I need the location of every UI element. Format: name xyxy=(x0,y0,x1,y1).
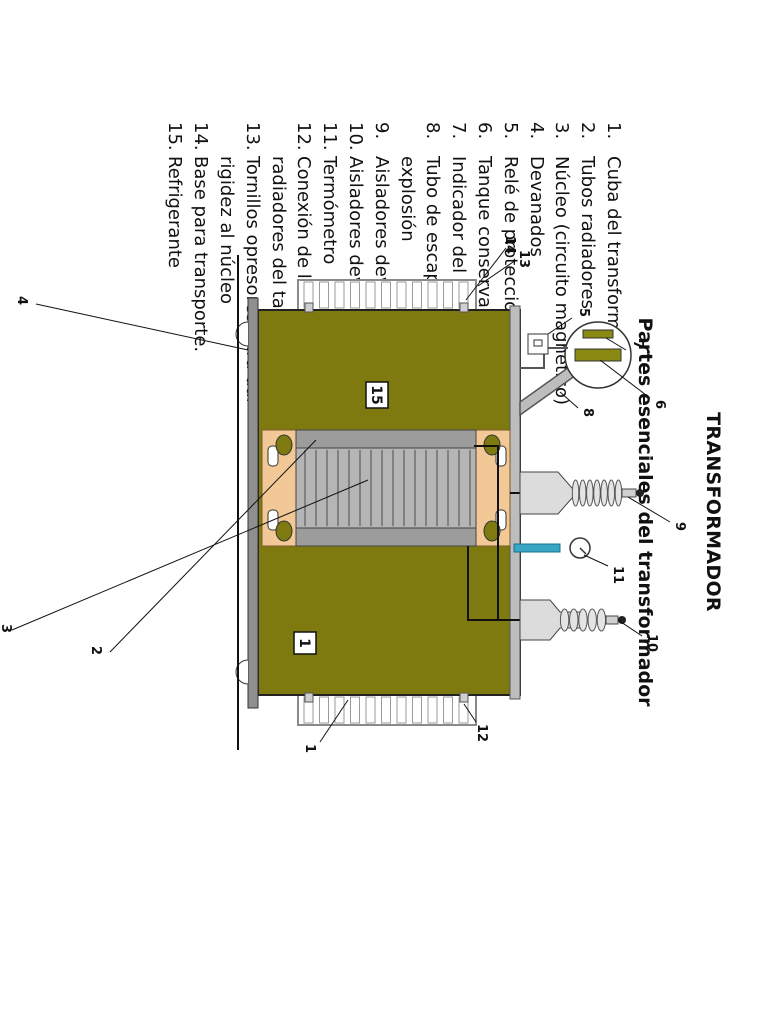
insulator-shed xyxy=(593,479,601,507)
radiator-tube xyxy=(396,696,407,724)
radiator-tube xyxy=(427,281,438,309)
tank-cover xyxy=(509,305,521,700)
radiator-right xyxy=(297,694,477,726)
radiator-tube xyxy=(381,696,391,724)
radiator-connections xyxy=(304,302,469,703)
radiator-tube xyxy=(365,281,376,309)
label-box-1: 1 xyxy=(293,631,317,655)
winding-block-bottom xyxy=(261,429,297,547)
radiator-tube xyxy=(365,696,376,724)
radiator-tube xyxy=(443,281,453,309)
thermometer xyxy=(513,537,591,559)
label-box-15: 15 xyxy=(365,381,389,409)
callout-10: 10 xyxy=(644,634,659,652)
radiator-tube xyxy=(427,696,438,724)
callout-14: 14 xyxy=(502,236,517,254)
label-box-1-text: 1 xyxy=(296,638,312,648)
label-box-15-text: 15 xyxy=(368,385,384,404)
callout-13: 13 xyxy=(516,250,531,268)
radiator-tube xyxy=(334,696,345,724)
callout-11: 11 xyxy=(610,566,625,584)
radiator-tube xyxy=(396,281,407,309)
callout-3: 3 xyxy=(0,624,13,633)
callout-6: 6 xyxy=(652,400,667,409)
callout-2: 2 xyxy=(88,646,103,655)
radiator-tube xyxy=(412,281,422,309)
callout-1: 1 xyxy=(302,744,317,753)
internal-wiring xyxy=(467,445,520,621)
radiator-left xyxy=(297,279,477,311)
callout-9: 9 xyxy=(672,522,687,531)
insulator-shed xyxy=(586,479,594,507)
winding-columns xyxy=(295,429,477,547)
insulator-shed xyxy=(587,608,597,632)
insulator-shed xyxy=(569,608,579,632)
insulator-shed xyxy=(578,479,587,507)
insulator-shed xyxy=(578,608,588,632)
insulator-shed xyxy=(571,479,580,507)
radiator-tube xyxy=(443,696,453,724)
radiator-tube xyxy=(350,696,360,724)
magnetic-core xyxy=(295,447,477,529)
transport-base xyxy=(235,255,259,750)
callout-labels: 6 7 5 8 9 10 11 12 13 14 2 4 1 3 xyxy=(0,236,687,753)
insulator-shed xyxy=(607,479,616,507)
radiator-tube xyxy=(350,281,360,309)
callout-8: 8 xyxy=(580,408,595,417)
lv-bushing xyxy=(519,599,626,641)
callout-5: 5 xyxy=(576,308,591,317)
radiator-tube xyxy=(412,696,422,724)
insulator-shed xyxy=(614,479,623,507)
conservator-tank xyxy=(564,321,632,389)
callout-12: 12 xyxy=(474,724,489,742)
leader-lines xyxy=(11,247,671,743)
insulator-shed xyxy=(596,608,607,632)
radiator-tube xyxy=(381,281,391,309)
radiator-tube xyxy=(319,281,329,309)
radiator-tube xyxy=(319,696,329,724)
insulator-shed xyxy=(600,479,608,507)
radiator-tube xyxy=(334,281,345,309)
hv-bushing xyxy=(519,471,644,515)
buchholz-relay xyxy=(520,333,568,369)
callout-7: 7 xyxy=(630,340,645,349)
winding-block-top xyxy=(475,429,511,547)
insulator-shed xyxy=(559,608,570,632)
callout-4: 4 xyxy=(14,296,29,305)
